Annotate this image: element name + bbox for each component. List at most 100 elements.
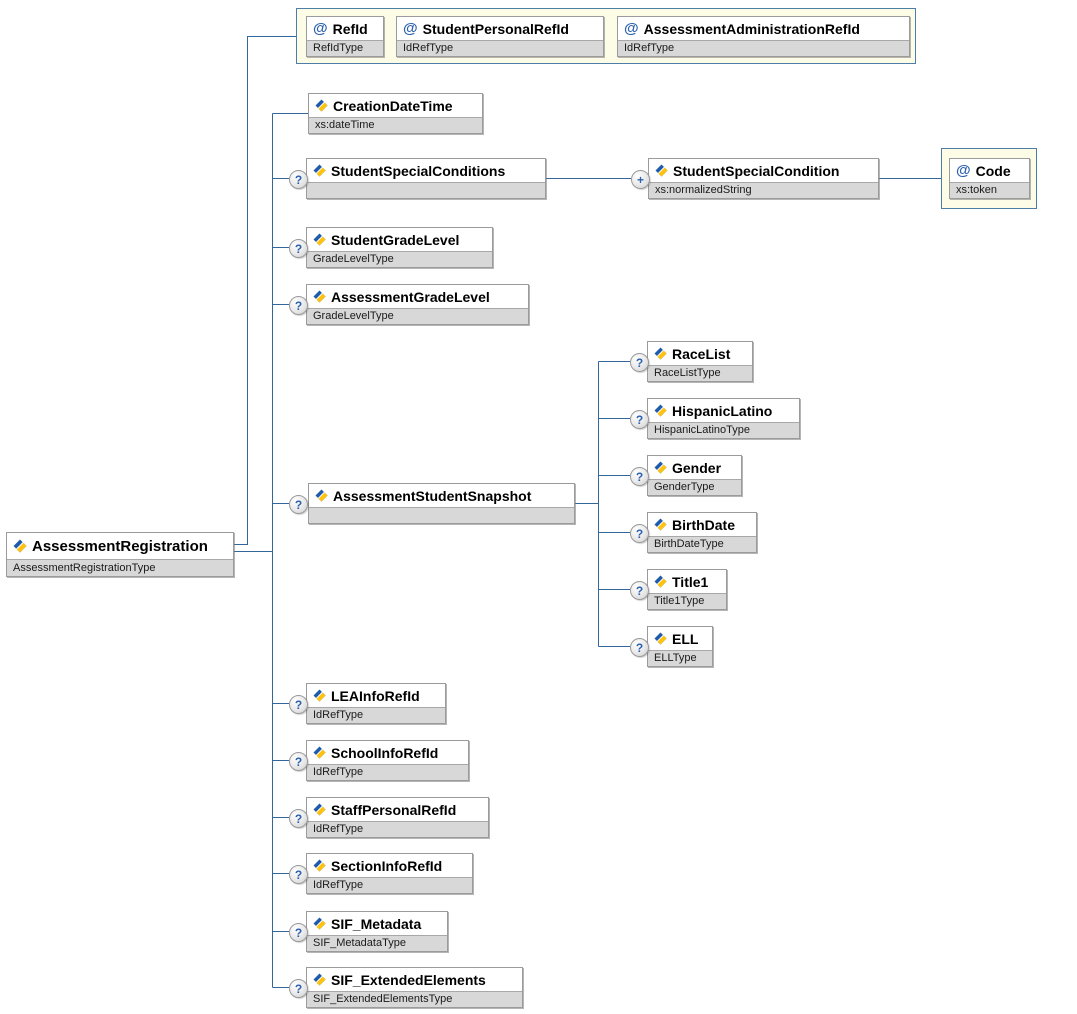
- optional-glyph: ?: [294, 172, 303, 187]
- attribute-name: RefId: [332, 20, 368, 37]
- attribute-icon: @: [624, 20, 639, 37]
- element-icon: [313, 689, 326, 702]
- element-icon: [654, 461, 667, 474]
- element-type: IdRefType: [307, 707, 445, 723]
- optional-glyph: ?: [294, 497, 303, 512]
- element-icon: [654, 347, 667, 360]
- attribute-type: xs:token: [950, 182, 1029, 198]
- optional-glyph: ?: [294, 298, 303, 313]
- element-title: Gender: [648, 456, 741, 479]
- element-title: StudentSpecialCondition: [649, 159, 878, 182]
- element-title: HispanicLatino: [648, 399, 799, 422]
- element-title: SIF_Metadata: [307, 912, 447, 935]
- element-icon: [654, 404, 667, 417]
- element-name: StudentGradeLevel: [331, 231, 460, 248]
- node-attribute-code[interactable]: @ Code xs:token: [949, 158, 1030, 199]
- repeat-indicator-studentspecialcondition: +: [631, 170, 650, 189]
- node-title1[interactable]: Title1 Title1Type: [647, 569, 727, 610]
- element-icon: [13, 539, 27, 553]
- node-attribute-refid[interactable]: @ RefId RefIdType: [306, 16, 384, 57]
- optional-indicator-assessmentgradelevel: ?: [289, 296, 308, 315]
- element-type: ELLType: [648, 650, 712, 666]
- element-type: GradeLevelType: [307, 308, 528, 324]
- node-schoolinforefid[interactable]: SchoolInfoRefId IdRefType: [306, 740, 469, 781]
- element-title: RaceList: [648, 342, 752, 365]
- attribute-title: @ StudentPersonalRefId: [397, 17, 603, 40]
- node-racelist[interactable]: RaceList RaceListType: [647, 341, 753, 382]
- node-assessmentstudentsnapshot[interactable]: AssessmentStudentSnapshot: [308, 483, 575, 524]
- attribute-title: @ AssessmentAdministrationRefId: [618, 17, 909, 40]
- element-type: BirthDateType: [648, 536, 756, 552]
- optional-indicator-studentspecialconditions: ?: [289, 170, 308, 189]
- optional-indicator-sifextendedelements: ?: [289, 979, 308, 998]
- element-title: BirthDate: [648, 513, 756, 536]
- node-gender[interactable]: Gender GenderType: [647, 455, 742, 496]
- element-type: xs:normalizedString: [649, 182, 878, 198]
- element-icon: [313, 917, 326, 930]
- element-icon: [315, 489, 328, 502]
- attribute-name: StudentPersonalRefId: [422, 20, 569, 37]
- element-type: IdRefType: [307, 764, 468, 780]
- node-sectioninforefid[interactable]: SectionInfoRefId IdRefType: [306, 853, 473, 894]
- element-name: SIF_ExtendedElements: [331, 971, 486, 988]
- optional-indicator-leainforefid: ?: [289, 695, 308, 714]
- element-type: SIF_MetadataType: [307, 935, 447, 951]
- element-title: AssessmentStudentSnapshot: [309, 484, 574, 507]
- node-attribute-assessmentadministrationrefid[interactable]: @ AssessmentAdministrationRefId IdRefTyp…: [617, 16, 910, 57]
- element-name: SectionInfoRefId: [331, 857, 443, 874]
- repeat-glyph: +: [636, 172, 644, 187]
- element-title: SIF_ExtendedElements: [307, 968, 522, 991]
- element-icon: [313, 164, 326, 177]
- element-type: Title1Type: [648, 593, 726, 609]
- element-title: SectionInfoRefId: [307, 854, 472, 877]
- element-title: StudentSpecialConditions: [307, 159, 545, 182]
- element-type: GenderType: [648, 479, 741, 495]
- node-assessmentgradelevel[interactable]: AssessmentGradeLevel GradeLevelType: [306, 284, 529, 325]
- node-studentspecialconditions[interactable]: StudentSpecialConditions: [306, 158, 546, 199]
- element-type: xs:dateTime: [309, 117, 482, 133]
- element-title: StudentGradeLevel: [307, 228, 492, 251]
- element-name: AssessmentGradeLevel: [331, 288, 490, 305]
- optional-indicator-gender: ?: [630, 467, 649, 486]
- node-sifmetadata[interactable]: SIF_Metadata SIF_MetadataType: [306, 911, 448, 952]
- node-staffpersonalrefid[interactable]: StaffPersonalRefId IdRefType: [306, 797, 489, 838]
- element-icon: [313, 233, 326, 246]
- node-leainforefid[interactable]: LEAInfoRefId IdRefType: [306, 683, 446, 724]
- optional-glyph: ?: [635, 355, 644, 370]
- element-title: AssessmentRegistration: [7, 533, 233, 559]
- attribute-icon: @: [956, 162, 971, 179]
- optional-glyph: ?: [294, 754, 303, 769]
- node-hispaniclatino[interactable]: HispanicLatino HispanicLatinoType: [647, 398, 800, 439]
- element-type: HispanicLatinoType: [648, 422, 799, 438]
- attribute-title: @ RefId: [307, 17, 383, 40]
- element-icon: [313, 290, 326, 303]
- optional-glyph: ?: [294, 867, 303, 882]
- element-type: IdRefType: [307, 877, 472, 893]
- element-name: RaceList: [672, 345, 731, 362]
- optional-indicator-hispaniclatino: ?: [630, 410, 649, 429]
- element-name: Title1: [672, 573, 709, 590]
- node-assessmentregistration[interactable]: AssessmentRegistration AssessmentRegistr…: [6, 532, 234, 577]
- optional-indicator-title1: ?: [630, 581, 649, 600]
- element-icon: [313, 746, 326, 759]
- element-icon: [654, 575, 667, 588]
- optional-indicator-assessmentstudentsnapshot: ?: [289, 495, 308, 514]
- node-birthdate[interactable]: BirthDate BirthDateType: [647, 512, 757, 553]
- node-studentspecialcondition[interactable]: StudentSpecialCondition xs:normalizedStr…: [648, 158, 879, 199]
- element-name: CreationDateTime: [333, 97, 453, 114]
- attribute-icon: @: [313, 20, 328, 37]
- attribute-name: AssessmentAdministrationRefId: [643, 20, 860, 37]
- attribute-type: RefIdType: [307, 40, 383, 56]
- node-creationdatetime[interactable]: CreationDateTime xs:dateTime: [308, 93, 483, 134]
- node-sifextendedelements[interactable]: SIF_ExtendedElements SIF_ExtendedElement…: [306, 967, 523, 1008]
- element-name: StudentSpecialConditions: [331, 162, 506, 179]
- element-title: StaffPersonalRefId: [307, 798, 488, 821]
- optional-indicator-schoolinforefid: ?: [289, 752, 308, 771]
- element-type: [307, 182, 545, 198]
- node-attribute-studentpersonalrefid[interactable]: @ StudentPersonalRefId IdRefType: [396, 16, 604, 57]
- node-ell[interactable]: ELL ELLType: [647, 626, 713, 667]
- node-studentgradelevel[interactable]: StudentGradeLevel GradeLevelType: [306, 227, 493, 268]
- element-name: ELL: [672, 630, 699, 647]
- element-icon: [313, 859, 326, 872]
